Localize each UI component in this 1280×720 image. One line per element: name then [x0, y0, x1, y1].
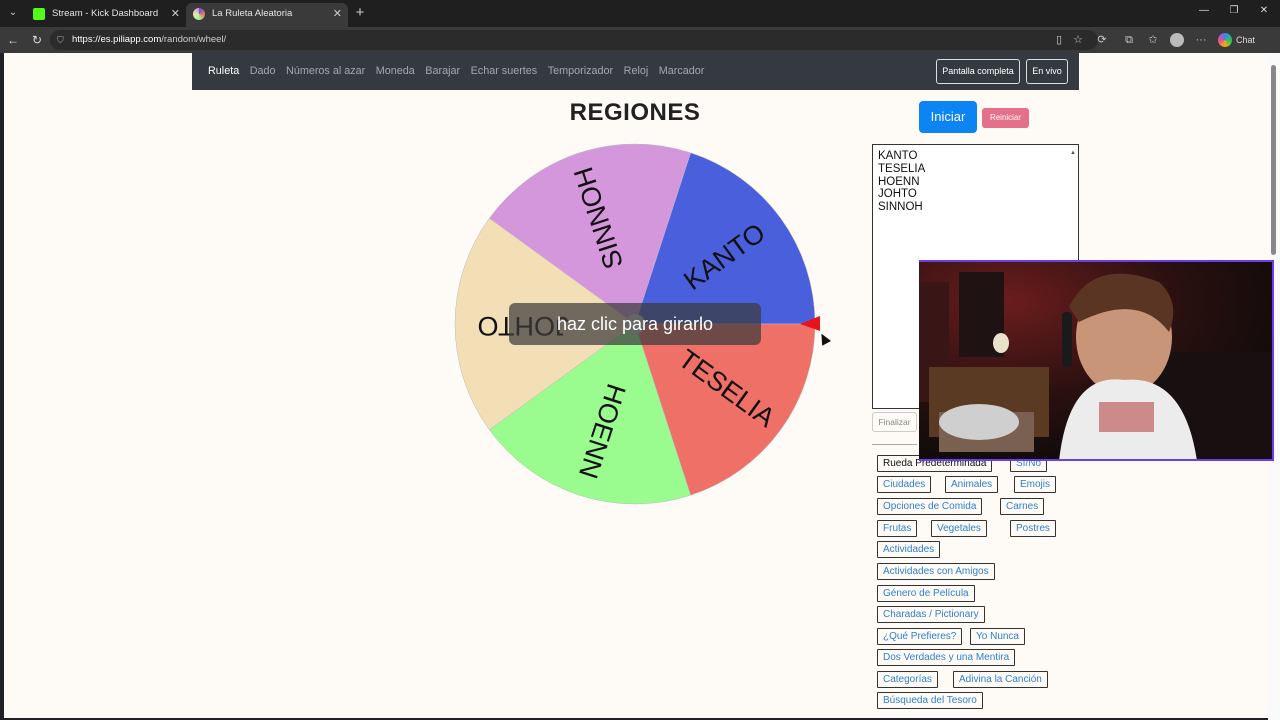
favorites-icon[interactable]: ✩ [1148, 34, 1158, 46]
extensions-icon[interactable]: ⟳ [1097, 34, 1107, 46]
scroll-up-icon[interactable]: ▲ [1070, 150, 1076, 156]
close-window-icon[interactable]: ✕ [1259, 5, 1269, 16]
reading-view-icon[interactable]: ▯ [1055, 34, 1063, 46]
preset-button[interactable]: ¿Qué Prefieres? [877, 628, 963, 645]
preset-button[interactable]: Vegetales [931, 520, 987, 537]
wheel-pointer-icon [800, 316, 820, 331]
preset-button[interactable]: Postres [1010, 520, 1056, 537]
copilot-icon [1218, 33, 1232, 47]
web-page: Ruleta Dado Números al azar Moneda Baraj… [4, 53, 1268, 718]
entry-line: JOHTO [878, 188, 917, 201]
url-input[interactable]: ⛉ https://es.piliapp.com/random/wheel/ [50, 30, 1098, 50]
back-arrow-icon[interactable]: ← [7, 33, 19, 47]
nav-link-numeros[interactable]: Números al azar [286, 65, 366, 77]
copilot-chat-button[interactable]: Chat [1218, 32, 1255, 48]
wheel-title: REGIONES [569, 99, 701, 126]
nav-links: Ruleta Dado Números al azar Moneda Baraj… [208, 53, 715, 90]
nav-link-reloj[interactable]: Reloj [623, 65, 649, 77]
browser-tab-bar: ⌄ Stream - Kick Dashboard ✕ La Ruleta Al… [0, 0, 1280, 27]
fullscreen-button[interactable]: Pantalla completa [936, 59, 1020, 84]
finish-button[interactable]: Finalizar [872, 412, 917, 432]
close-tab-icon[interactable]: ✕ [170, 8, 180, 20]
tab-title: La Ruleta Aleatoria [212, 8, 293, 19]
preset-button[interactable]: Búsqueda del Tesoro [877, 692, 983, 709]
minimize-icon[interactable]: — [1199, 5, 1209, 16]
url-host: https://es.piliapp.com [72, 34, 162, 45]
nav-link-echar-suertes[interactable]: Echar suertes [470, 65, 538, 77]
more-menu-icon[interactable]: ··· [1195, 34, 1207, 46]
page-scrollbar[interactable] [1268, 53, 1280, 720]
preset-button[interactable]: Adivina la Canción [953, 671, 1048, 688]
tab-kick-dashboard[interactable]: Stream - Kick Dashboard ✕ [26, 3, 186, 27]
preset-button[interactable]: Frutas [877, 520, 918, 537]
preset-button[interactable]: Categorías [877, 671, 938, 688]
split-screen-icon[interactable]: ⧉ [1125, 34, 1133, 46]
preset-button[interactable]: Emojis [1014, 476, 1057, 493]
nav-link-ruleta[interactable]: Ruleta [208, 65, 240, 77]
ruleta-favicon-icon [193, 8, 205, 20]
preset-button[interactable]: Actividades [877, 541, 941, 558]
close-tab-icon[interactable]: ✕ [332, 8, 342, 20]
reset-button[interactable]: Reiniciar [982, 108, 1029, 128]
start-button[interactable]: Iniciar [919, 101, 977, 133]
preset-button[interactable]: Charadas / Pictionary [877, 606, 985, 623]
preset-button[interactable]: Animales [945, 476, 999, 493]
refresh-icon[interactable]: ↻ [31, 33, 43, 47]
preset-button[interactable]: Opciones de Comida [877, 498, 983, 515]
nav-link-marcador[interactable]: Marcador [658, 65, 705, 77]
entry-line: SINNOH [878, 201, 923, 214]
kick-favicon-icon [33, 8, 45, 20]
entry-line: HOENN [878, 175, 920, 188]
webcam-video [919, 262, 1272, 459]
wheel-slice [634, 152, 816, 325]
preset-button[interactable]: Género de Película [877, 585, 975, 602]
restore-icon[interactable]: ❐ [1229, 5, 1239, 16]
tab-list-chevron-icon[interactable]: ⌄ [8, 7, 18, 18]
tab-ruleta[interactable]: La Ruleta Aleatoria ✕ [186, 3, 348, 27]
wheel-slice [489, 143, 691, 325]
tab-title: Stream - Kick Dashboard [52, 8, 159, 19]
wheel-slice [634, 323, 816, 496]
divider [872, 444, 917, 445]
wheel-slice [489, 323, 691, 505]
streamer-webcam-overlay [919, 260, 1274, 461]
preset-button[interactable]: Yo Nunca [970, 628, 1025, 645]
preset-button[interactable]: Ciudades [877, 476, 932, 493]
entry-line: TESELIA [878, 162, 926, 175]
preset-button[interactable]: Actividades con Amigos [877, 563, 995, 580]
chat-label: Chat [1236, 35, 1256, 45]
nav-link-moneda[interactable]: Moneda [375, 65, 415, 77]
site-info-icon[interactable]: ⛉ [57, 35, 64, 45]
preset-button[interactable]: Carnes [1000, 498, 1045, 515]
url-path: /random/wheel/ [161, 34, 227, 45]
site-navbar: Ruleta Dado Números al azar Moneda Baraj… [192, 53, 1079, 90]
address-toolbar: ← ↻ ⛉ https://es.piliapp.com/random/whee… [0, 27, 1280, 53]
nav-link-barajar[interactable]: Barajar [425, 65, 461, 77]
spin-hint[interactable]: haz clic para girarlo [509, 303, 761, 345]
profile-avatar-icon[interactable] [1170, 33, 1184, 47]
nav-link-dado[interactable]: Dado [249, 65, 276, 77]
new-tab-plus-icon[interactable]: + [355, 4, 365, 21]
scrollbar-thumb[interactable] [1271, 65, 1276, 255]
preset-button[interactable]: Dos Verdades y una Mentira [877, 649, 1016, 666]
favorite-star-icon[interactable]: ☆ [1073, 34, 1083, 46]
entry-line: KANTO [878, 150, 918, 162]
live-button[interactable]: En vivo [1026, 59, 1068, 84]
nav-link-temporizador[interactable]: Temporizador [547, 65, 614, 77]
